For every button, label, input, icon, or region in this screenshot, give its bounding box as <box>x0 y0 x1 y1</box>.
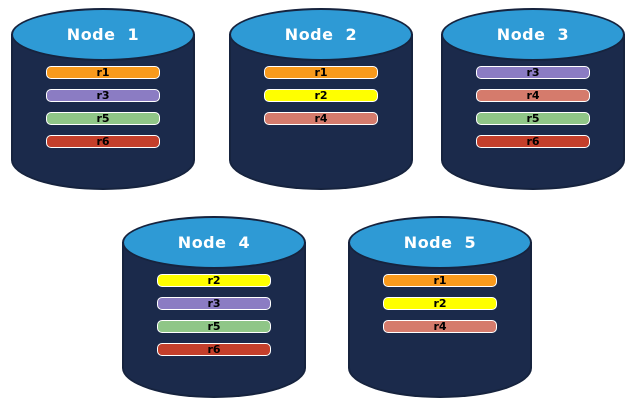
replica-list: r1 r3 r5 r6 <box>11 66 195 148</box>
replica-bar: r6 <box>476 135 590 148</box>
replica-bar: r3 <box>476 66 590 79</box>
node-title: Node 5 <box>403 233 477 252</box>
replica-bar: r1 <box>264 66 378 79</box>
node-cylinder-3: Node 3 r3 r4 r5 r6 <box>441 8 625 190</box>
node-title: Node 2 <box>284 25 358 44</box>
replica-bar: r5 <box>46 112 160 125</box>
replica-bar: r5 <box>157 320 271 333</box>
cylinder-top: Node 1 <box>11 8 195 61</box>
replica-bar: r1 <box>46 66 160 79</box>
replica-bar: r3 <box>46 89 160 102</box>
cylinder-top: Node 5 <box>348 216 532 269</box>
replica-bar: r5 <box>476 112 590 125</box>
node-title: Node 3 <box>496 25 570 44</box>
replica-bar: r6 <box>157 343 271 356</box>
replica-bar: r1 <box>383 274 497 287</box>
replica-bar: r2 <box>157 274 271 287</box>
node-cylinder-2: Node 2 r1 r2 r4 <box>229 8 413 190</box>
replica-bar: r2 <box>383 297 497 310</box>
replica-bar: r6 <box>46 135 160 148</box>
replica-list: r3 r4 r5 r6 <box>441 66 625 148</box>
node-cylinder-4: Node 4 r2 r3 r5 r6 <box>122 216 306 398</box>
node-cylinder-5: Node 5 r1 r2 r4 <box>348 216 532 398</box>
cylinder-top: Node 4 <box>122 216 306 269</box>
replica-bar: r4 <box>476 89 590 102</box>
replica-bar: r3 <box>157 297 271 310</box>
node-title: Node 4 <box>177 233 251 252</box>
replica-bar: r2 <box>264 89 378 102</box>
node-cylinder-1: Node 1 r1 r3 r5 r6 <box>11 8 195 190</box>
replica-list: r1 r2 r4 <box>348 274 532 333</box>
replica-list: r2 r3 r5 r6 <box>122 274 306 356</box>
node-title: Node 1 <box>66 25 140 44</box>
replica-list: r1 r2 r4 <box>229 66 413 125</box>
replica-bar: r4 <box>383 320 497 333</box>
replica-bar: r4 <box>264 112 378 125</box>
cylinder-top: Node 2 <box>229 8 413 61</box>
cylinder-top: Node 3 <box>441 8 625 61</box>
